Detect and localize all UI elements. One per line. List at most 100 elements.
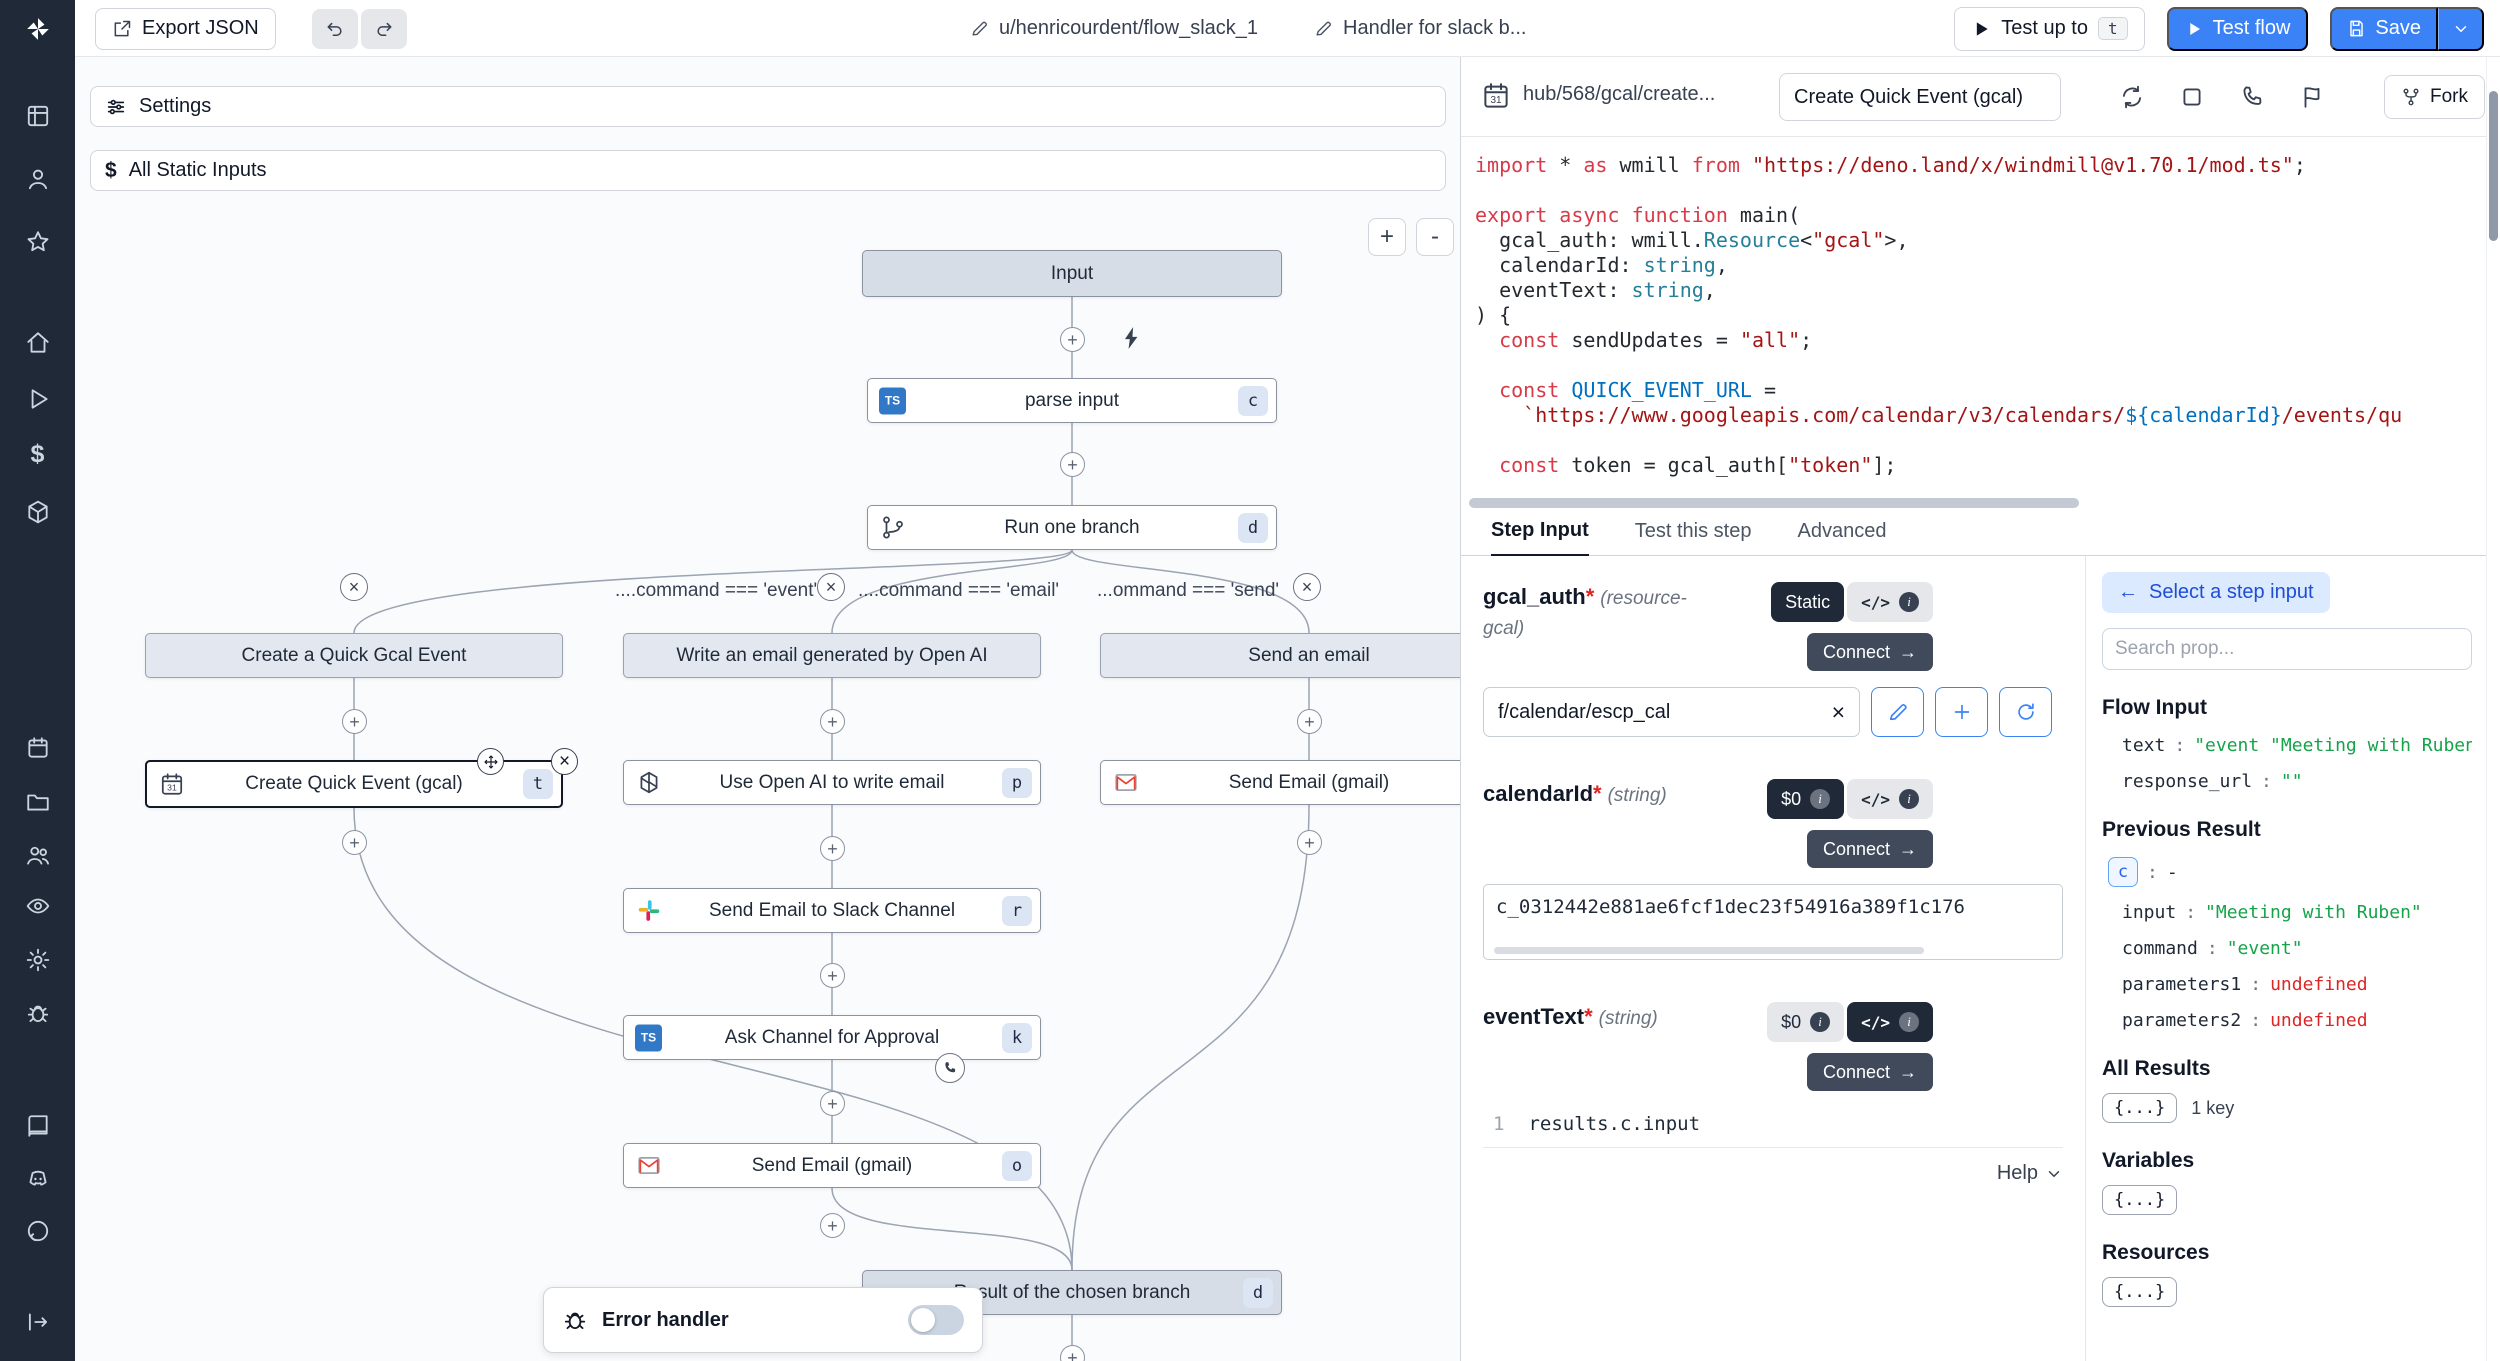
- add-step-button[interactable]: +: [820, 1091, 845, 1116]
- editor-hscrollbar[interactable]: [1494, 947, 1924, 954]
- flow-path[interactable]: u/henricourdent/flow_slack_1: [970, 17, 1258, 40]
- test-flow-button[interactable]: Test flow: [2167, 7, 2309, 51]
- test-up-to-button[interactable]: Test up to t: [1954, 7, 2144, 51]
- static-mode-button[interactable]: Static: [1771, 582, 1844, 622]
- bug-icon[interactable]: [23, 998, 53, 1028]
- prop-row-text[interactable]: text:"event "Meeting with Ruben"": [2102, 735, 2472, 756]
- folder-icon[interactable]: [23, 787, 53, 817]
- delete-branch-button[interactable]: ×: [817, 573, 845, 601]
- discord-icon[interactable]: [23, 1164, 53, 1194]
- tab-advanced[interactable]: Advanced: [1797, 520, 1886, 555]
- prop-row-response-url[interactable]: response_url:"": [2102, 771, 2472, 792]
- calendar-icon[interactable]: [23, 733, 53, 763]
- error-handler-bar[interactable]: Error handler: [543, 1287, 983, 1353]
- select-step-input-button[interactable]: ← Select a step input: [2102, 572, 2330, 613]
- prop-row-step-c[interactable]: c:-: [2102, 857, 2472, 887]
- collapse-arrow-icon[interactable]: [23, 1307, 53, 1337]
- add-step-button[interactable]: +: [1297, 830, 1322, 855]
- add-step-button[interactable]: +: [342, 709, 367, 734]
- phone-icon[interactable]: [2236, 81, 2268, 113]
- variables-object-badge[interactable]: {...}: [2102, 1185, 2177, 1215]
- step-name-input[interactable]: [1779, 73, 2061, 121]
- node-send-gmail-branch3[interactable]: Send Email (gmail): [1100, 760, 1460, 805]
- error-handler-toggle[interactable]: [908, 1305, 964, 1335]
- node-send-gmail[interactable]: Send Email (gmail) o: [623, 1143, 1041, 1188]
- add-step-button[interactable]: +: [1297, 709, 1322, 734]
- delete-node-button[interactable]: ×: [551, 748, 578, 775]
- star-icon[interactable]: [23, 227, 53, 257]
- help-link[interactable]: Help: [1483, 1162, 2063, 1185]
- code-editor[interactable]: import * as wmill from "https://deno.lan…: [1461, 137, 2486, 495]
- tab-test-this-step[interactable]: Test this step: [1635, 520, 1752, 555]
- connect-button[interactable]: Connect→: [1807, 830, 1933, 868]
- node-input[interactable]: Input: [862, 250, 1282, 297]
- delete-branch-button[interactable]: ×: [1293, 573, 1321, 601]
- add-step-button[interactable]: +: [820, 1213, 845, 1238]
- flow-canvas[interactable]: Settings $ All Static Inputs Input: [75, 57, 1460, 1361]
- redo-button[interactable]: [361, 9, 407, 49]
- add-step-button[interactable]: +: [1060, 452, 1085, 477]
- prop-row-parameters2[interactable]: parameters2:undefined: [2102, 1010, 2472, 1031]
- grid-icon[interactable]: [23, 101, 53, 131]
- flow-summary[interactable]: Handler for slack b...: [1314, 17, 1526, 40]
- connect-button[interactable]: Connect→: [1807, 633, 1933, 671]
- trigger-bolt-icon[interactable]: [1119, 325, 1145, 356]
- delete-branch-button[interactable]: ×: [340, 573, 368, 601]
- node-create-quick-event[interactable]: 31 Create Quick Event (gcal) t ×: [145, 760, 563, 808]
- eye-icon[interactable]: [23, 891, 53, 921]
- dollar-icon[interactable]: $: [23, 439, 53, 469]
- add-step-button[interactable]: +: [820, 836, 845, 861]
- save-button[interactable]: Save: [2330, 7, 2438, 51]
- add-step-button[interactable]: +: [1060, 327, 1085, 352]
- add-step-button[interactable]: +: [342, 830, 367, 855]
- connect-button[interactable]: Connect→: [1807, 1053, 1933, 1091]
- calendar-id-value-editor[interactable]: c_0312442e881ae6fcf1dec23f54916a389f1c17…: [1483, 884, 2063, 960]
- user-icon[interactable]: [23, 164, 53, 194]
- edit-resource-button[interactable]: [1871, 687, 1924, 737]
- fork-button[interactable]: Fork: [2384, 75, 2485, 119]
- prop-row-input[interactable]: input:"Meeting with Ruben": [2102, 902, 2472, 923]
- expr-mode-button[interactable]: </>i: [1847, 779, 1933, 819]
- github-icon[interactable]: [23, 1216, 53, 1246]
- book-icon[interactable]: [23, 1111, 53, 1141]
- clear-icon[interactable]: ×: [1832, 699, 1845, 726]
- node-parse-input[interactable]: TS parse input c: [867, 378, 1277, 423]
- node-slack-channel[interactable]: Send Email to Slack Channel r: [623, 888, 1041, 933]
- gear-icon[interactable]: [23, 945, 53, 975]
- zoom-out-button[interactable]: -: [1416, 218, 1454, 256]
- home-icon[interactable]: [23, 328, 53, 358]
- search-prop-input[interactable]: [2102, 628, 2472, 670]
- event-text-expression-editor[interactable]: 1 results.c.input: [1483, 1107, 2063, 1148]
- node-run-one-branch[interactable]: Run one branch d: [867, 505, 1277, 550]
- add-step-button[interactable]: +: [820, 963, 845, 988]
- tab-step-input[interactable]: Step Input: [1491, 519, 1589, 556]
- add-resource-button[interactable]: [1935, 687, 1988, 737]
- users-icon[interactable]: [23, 840, 53, 870]
- node-openai-email[interactable]: Use Open AI to write email p: [623, 760, 1041, 805]
- branch1-header[interactable]: Create a Quick Gcal Event: [145, 633, 563, 678]
- sync-icon[interactable]: [2116, 81, 2148, 113]
- cube-icon[interactable]: [23, 497, 53, 527]
- panel-vscrollbar[interactable]: [2486, 57, 2500, 1361]
- all-results-object-badge[interactable]: {...}: [2102, 1093, 2177, 1123]
- undo-button[interactable]: [312, 9, 358, 49]
- branch3-header[interactable]: Send an email: [1100, 633, 1460, 678]
- static-inputs-bar[interactable]: $ All Static Inputs: [90, 150, 1446, 191]
- zoom-in-button[interactable]: +: [1368, 218, 1406, 256]
- settings-bar[interactable]: Settings: [90, 86, 1446, 127]
- node-ask-approval[interactable]: TS Ask Channel for Approval k: [623, 1015, 1041, 1060]
- prop-row-command[interactable]: command:"event": [2102, 938, 2472, 959]
- suspend-phone-icon[interactable]: [935, 1053, 965, 1083]
- refresh-resource-button[interactable]: [1999, 687, 2052, 737]
- resource-path-input[interactable]: f/calendar/escp_cal ×: [1483, 687, 1860, 737]
- prop-row-parameters1[interactable]: parameters1:undefined: [2102, 974, 2472, 995]
- expr-mode-button[interactable]: </>i: [1847, 582, 1933, 622]
- square-icon[interactable]: [2176, 81, 2208, 113]
- code-hscrollbar[interactable]: [1469, 498, 2079, 508]
- move-node-handle[interactable]: [477, 748, 504, 775]
- windmill-logo[interactable]: [20, 11, 56, 47]
- save-dropdown-button[interactable]: [2438, 7, 2484, 51]
- resources-object-badge[interactable]: {...}: [2102, 1277, 2177, 1307]
- vscrollbar-thumb[interactable]: [2489, 91, 2498, 241]
- static-mode-button[interactable]: $0i: [1767, 779, 1844, 819]
